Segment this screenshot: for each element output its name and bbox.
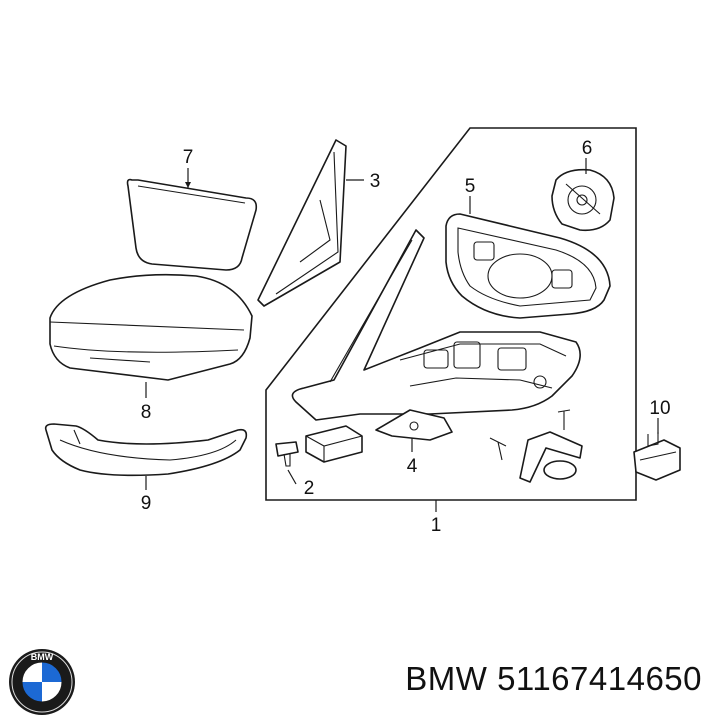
part-9-turn-signal-strip (44, 423, 248, 477)
callout-1: 1 (431, 515, 442, 536)
part-block (305, 425, 363, 463)
callout-9: 9 (141, 493, 152, 514)
part-wiring-bracket (519, 431, 583, 483)
part-3-triangle-trim (257, 139, 347, 307)
callout-2: 2 (304, 478, 315, 499)
assembly-frame (265, 127, 637, 501)
callout-10: 10 (649, 398, 670, 419)
part-2-screw (275, 441, 299, 467)
callout-7: 7 (183, 147, 194, 168)
part-1-mirror-base (291, 229, 581, 421)
part-small-screws (489, 409, 571, 461)
logo-letters: BMW (31, 652, 54, 662)
footer-caption: BMW 51167414650 (405, 660, 702, 698)
part-6-actuator-motor (551, 168, 615, 232)
footer-brand: BMW (405, 660, 488, 697)
bmw-logo: BMW (9, 649, 75, 715)
part-5-housing-carrier (445, 213, 611, 319)
part-4-gasket-plate (375, 409, 453, 441)
callout-4: 4 (407, 456, 418, 477)
part-7-mirror-glass (126, 178, 258, 271)
footer-part-number: 51167414650 (497, 660, 702, 697)
callout-5: 5 (465, 176, 476, 197)
callout-6: 6 (582, 138, 593, 159)
part-8-mirror-cap (49, 273, 253, 381)
callout-3: 3 (370, 171, 381, 192)
part-10-connector (633, 432, 681, 481)
callout-8: 8 (141, 402, 152, 423)
